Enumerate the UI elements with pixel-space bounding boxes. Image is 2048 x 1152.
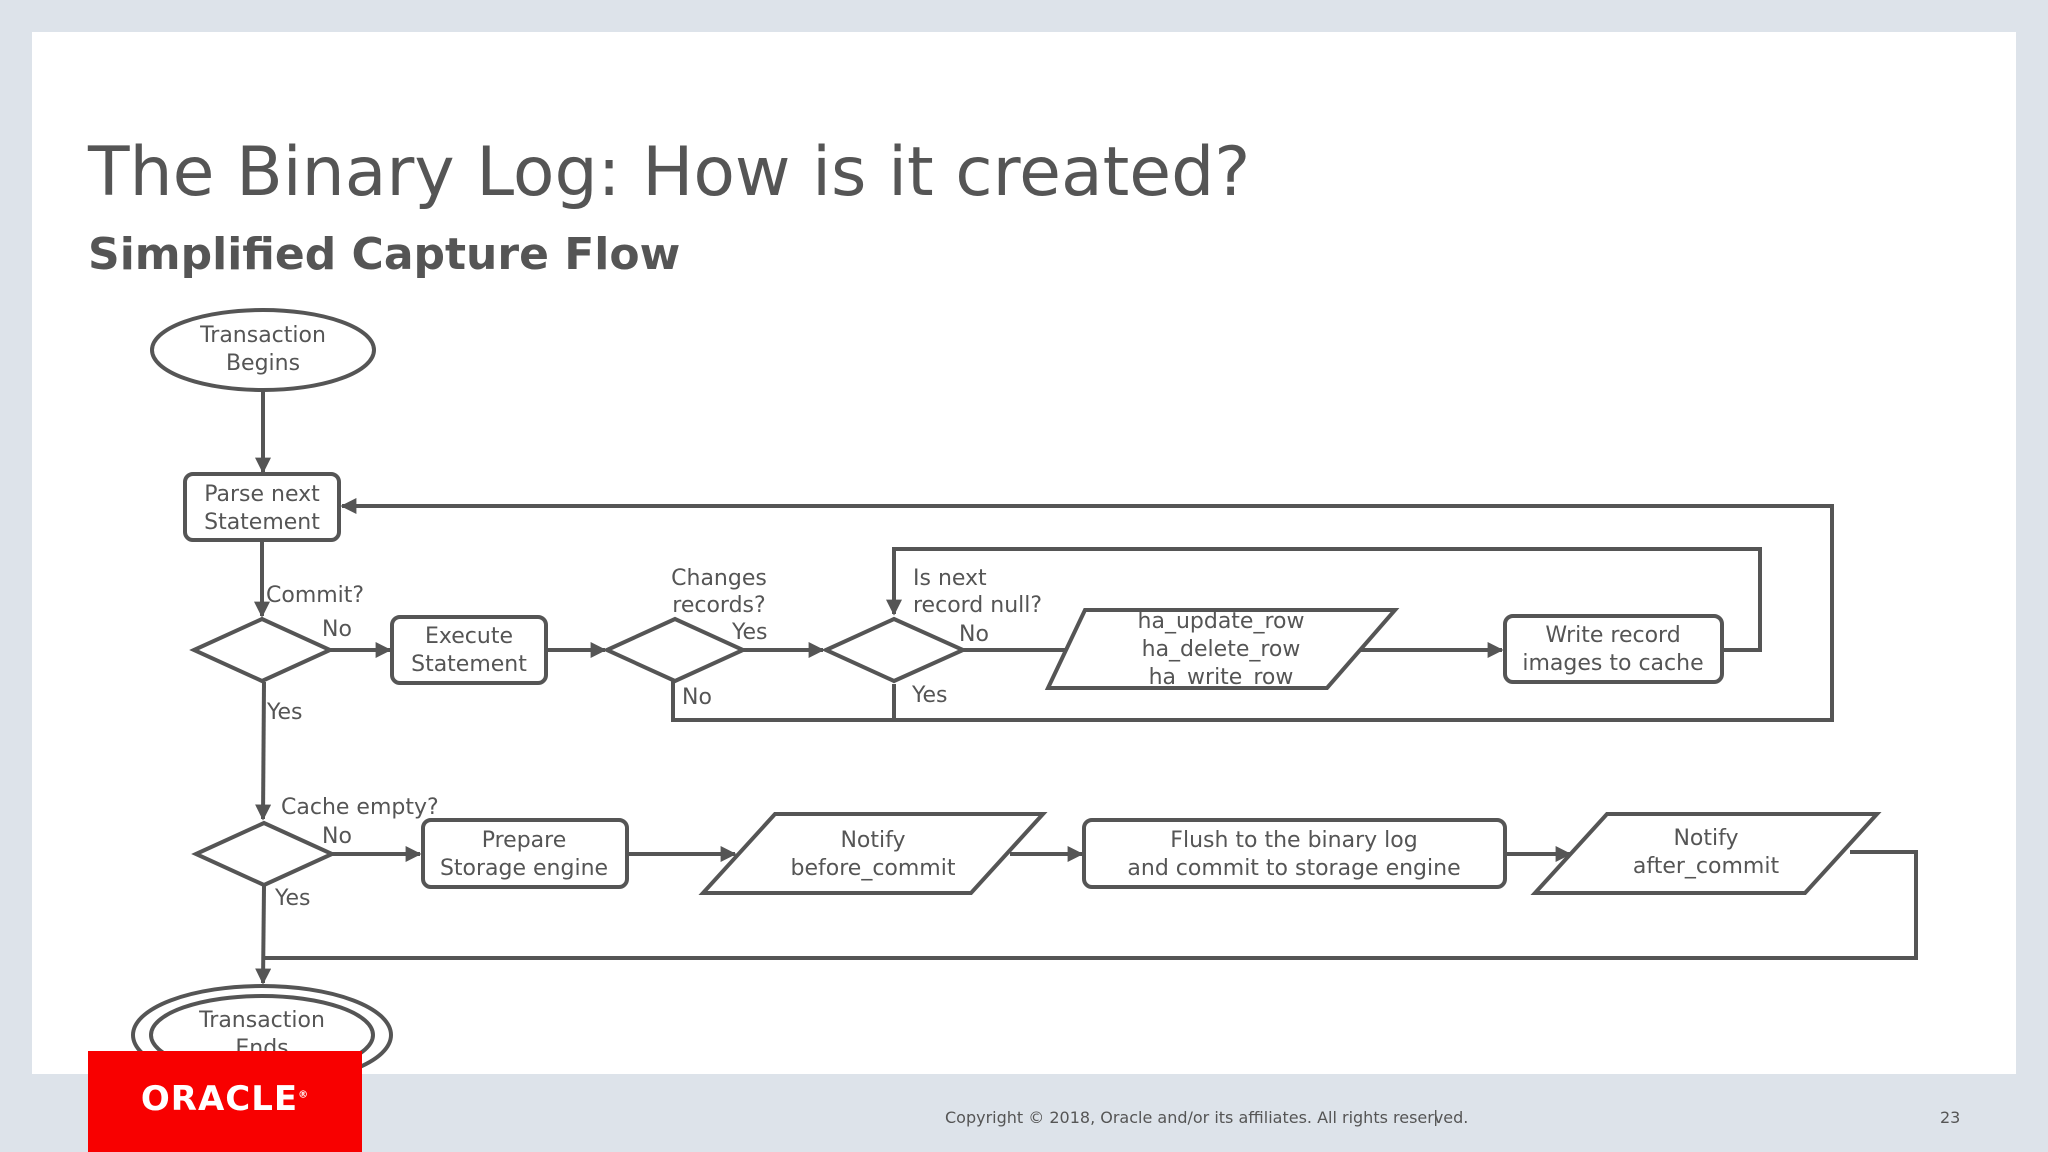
write-cache-label-line-2: images to cache [1522,651,1703,676]
commit-yes-arrow [255,681,272,821]
handler-write-row: ha_write_row [1149,665,1294,690]
end-label-line-1: Transaction [198,1008,325,1033]
commit-no-label: No [322,617,352,642]
slide-title: The Binary Log: How is it created? [88,133,1251,212]
footer-separator: | [1433,1107,1439,1126]
slide-background [32,32,2016,1074]
execute-statement-node: Execute Statement [390,615,548,685]
flush-binary-log-node: Flush to the binary log and commit to st… [1082,818,1507,889]
oracle-logo-word: ORACLE [140,1079,299,1119]
page-number: 23 [1940,1108,1961,1127]
parse-label-line-2: Statement [204,510,320,535]
prepare-storage-node: Prepare Storage engine [421,818,629,889]
commit-question-label: Commit? [266,583,364,608]
write-cache-node: Write record images to cache [1503,614,1724,684]
notify-after-label-line-1: Notify [1673,826,1738,851]
execute-label-line-1: Execute [425,624,513,649]
flush-label-line-1: Flush to the binary log [1170,828,1417,853]
loop-next-record-arrow [886,547,1762,652]
cache-empty-decision [191,820,337,888]
cache-question-label: Cache empty? [281,795,439,820]
start-label-line-1: Transaction [199,323,326,348]
handler-update-row: ha_update_row [1138,609,1305,634]
null-no-label: No [959,622,989,647]
null-label-line-2: record null? [913,593,1042,618]
changes-no-label: No [682,685,712,710]
cache-no-label: No [322,824,352,849]
oracle-logo-text: ORACLE® [88,1079,362,1119]
cache-yes-label: Yes [274,886,311,911]
commit-decision [189,616,335,684]
notify-after-commit-node: Notify after_commit [1530,812,1882,895]
notify-before-label-line-2: before_commit [791,856,956,881]
return-to-end-line [265,850,1918,960]
notify-before-commit-node: Notify before_commit [698,812,1048,895]
oracle-logo-registered-mark: ® [298,1089,310,1101]
connectors [254,391,1918,985]
changes-decision [602,616,748,684]
commit-yes-label: Yes [266,700,303,725]
flush-label-line-2: and commit to storage engine [1127,856,1460,881]
loop-next-statement-arrow [340,498,1834,722]
parse-statement-node: Parse next Statement [183,472,341,542]
write-cache-label-line-1: Write record [1545,623,1680,648]
notify-before-label-line-1: Notify [840,828,905,853]
notify-after-label-line-2: after_commit [1633,854,1780,879]
execute-label-line-2: Statement [411,652,527,677]
cache-yes-arrow [255,885,272,985]
null-record-decision [821,616,968,684]
null-label-line-1: Is next [913,566,987,591]
copyright-text: Copyright © 2018, Oracle and/or its affi… [945,1108,1469,1127]
slide-subtitle: Simplified Capture Flow [88,229,681,280]
handler-delete-row: ha_delete_row [1142,637,1301,662]
prepare-label-line-1: Prepare [482,828,567,853]
start-node: Transaction Begins [150,308,376,392]
handlers-node: ha_update_row ha_delete_row ha_write_row [1044,608,1400,690]
changes-label-line-1: Changes [671,566,767,591]
oracle-logo: ORACLE® [88,1051,362,1152]
null-yes-label: Yes [911,683,948,708]
changes-yes-label: Yes [731,620,768,645]
prepare-label-line-2: Storage engine [440,856,608,881]
changes-label-line-2: records? [672,593,765,618]
start-label-line-2: Begins [226,351,300,376]
parse-label-line-1: Parse next [204,482,320,507]
